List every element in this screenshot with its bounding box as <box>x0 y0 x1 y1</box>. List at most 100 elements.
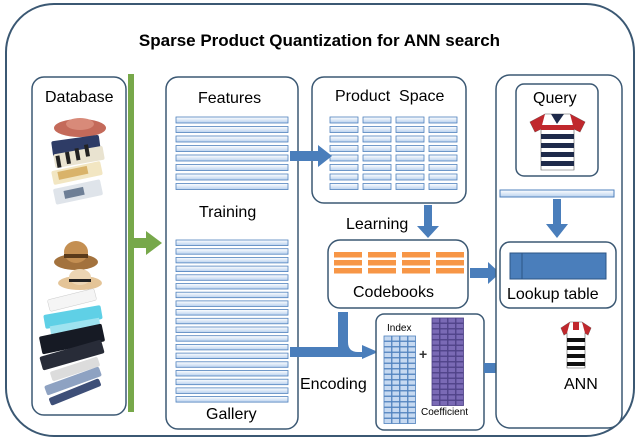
coefficient-cell <box>455 317 464 324</box>
coefficient-cell <box>439 378 448 384</box>
index-cell <box>399 396 408 402</box>
index-cell <box>383 390 392 397</box>
coefficient-cell <box>447 356 456 362</box>
index-cell <box>399 374 408 380</box>
coefficient-cell <box>455 378 464 384</box>
subvector-bar <box>362 135 392 143</box>
index-cell <box>399 385 408 391</box>
feature-bar <box>175 396 289 403</box>
feature-bar <box>175 145 289 152</box>
coefficient-cell <box>431 389 440 395</box>
index-cell <box>399 341 408 347</box>
index-cell <box>391 335 400 342</box>
lookup-table-label: Lookup table <box>507 286 599 303</box>
training-feature-bars <box>175 116 289 190</box>
feature-bar <box>175 387 289 394</box>
coefficient-cell <box>455 356 464 362</box>
coefficient-cell <box>431 400 440 406</box>
coefficient-cell <box>447 372 456 379</box>
subvector-bar <box>428 183 458 190</box>
codebook-bar <box>436 260 464 266</box>
query-label: Query <box>533 90 577 107</box>
subvector-bar <box>395 183 425 190</box>
feature-bar <box>175 343 289 351</box>
index-cell <box>383 357 392 364</box>
database-label: Database <box>45 89 114 106</box>
subvector-bar <box>395 116 425 124</box>
index-cell <box>391 341 400 347</box>
index-cell <box>399 412 408 419</box>
index-cell <box>407 418 416 424</box>
coefficient-cell <box>455 389 464 395</box>
codebook-bar <box>402 260 430 266</box>
coefficient-cell <box>439 334 448 340</box>
codebook-bar <box>402 252 430 258</box>
gallery-feature-bars <box>175 239 289 403</box>
coefficient-cell <box>439 345 448 351</box>
coefficient-cell <box>455 334 464 340</box>
index-cell <box>399 357 408 364</box>
index-cell <box>407 368 416 375</box>
index-cell <box>391 418 400 424</box>
query-shirt-image <box>529 113 586 171</box>
subvector-bar <box>329 164 359 171</box>
index-cell <box>383 412 392 419</box>
coefficient-cell <box>431 328 440 335</box>
index-cell <box>399 335 408 342</box>
database-images <box>39 118 106 406</box>
subvector-bar <box>428 145 458 152</box>
subvector-bar <box>428 126 458 133</box>
subvector-bar <box>329 183 359 190</box>
coefficient-cell <box>431 323 440 329</box>
subvector-bar <box>362 126 392 133</box>
coefficient-cell <box>447 323 456 329</box>
coefficient-cell <box>431 334 440 340</box>
codebook-bars <box>334 252 464 274</box>
subvector-bar <box>395 164 425 171</box>
index-cell <box>407 352 416 358</box>
codebook-bar <box>402 268 430 274</box>
subvector-bar <box>395 145 425 152</box>
feature-bar <box>175 256 289 264</box>
coefficient-cell <box>447 361 456 368</box>
index-cell <box>391 368 400 375</box>
coefficient-cell <box>431 345 440 351</box>
codebooks-to-lookup-arrow <box>470 262 500 284</box>
subvector-bar <box>329 126 359 133</box>
encoding-arrow <box>290 312 378 359</box>
coefficient-cell <box>431 356 440 362</box>
index-cell <box>391 385 400 391</box>
index-cell <box>383 379 392 386</box>
subvector-bar <box>329 145 359 152</box>
coefficient-cell <box>455 394 464 401</box>
coefficient-cell <box>439 356 448 362</box>
index-cell <box>407 363 416 369</box>
index-cell <box>391 390 400 397</box>
feature-bar <box>175 154 289 162</box>
feature-bar <box>175 317 289 325</box>
feature-bar <box>175 183 289 190</box>
codebook-bar <box>368 260 396 266</box>
coefficient-cell <box>439 339 448 346</box>
learning-arrow <box>417 205 439 238</box>
index-cell <box>399 418 408 424</box>
index-label: Index <box>387 323 412 334</box>
coefficient-cell <box>455 383 464 390</box>
coefficient-cell <box>431 339 440 346</box>
feature-bar <box>175 126 289 133</box>
codebook-bar <box>368 252 396 258</box>
coefficient-cell <box>431 350 440 357</box>
coefficient-cell <box>447 389 456 395</box>
feature-bar <box>175 352 289 360</box>
subvector-bar <box>395 126 425 133</box>
index-cell <box>383 368 392 375</box>
feature-bar <box>175 248 289 255</box>
feature-bar <box>175 265 289 273</box>
product-space-subvectors <box>329 116 458 190</box>
coefficient-cell <box>439 372 448 379</box>
ann-result-shirt-image <box>560 321 592 369</box>
index-cell <box>407 390 416 397</box>
codebooks-panel <box>327 239 469 309</box>
index-cell <box>407 385 416 391</box>
coefficient-cell <box>447 350 456 357</box>
